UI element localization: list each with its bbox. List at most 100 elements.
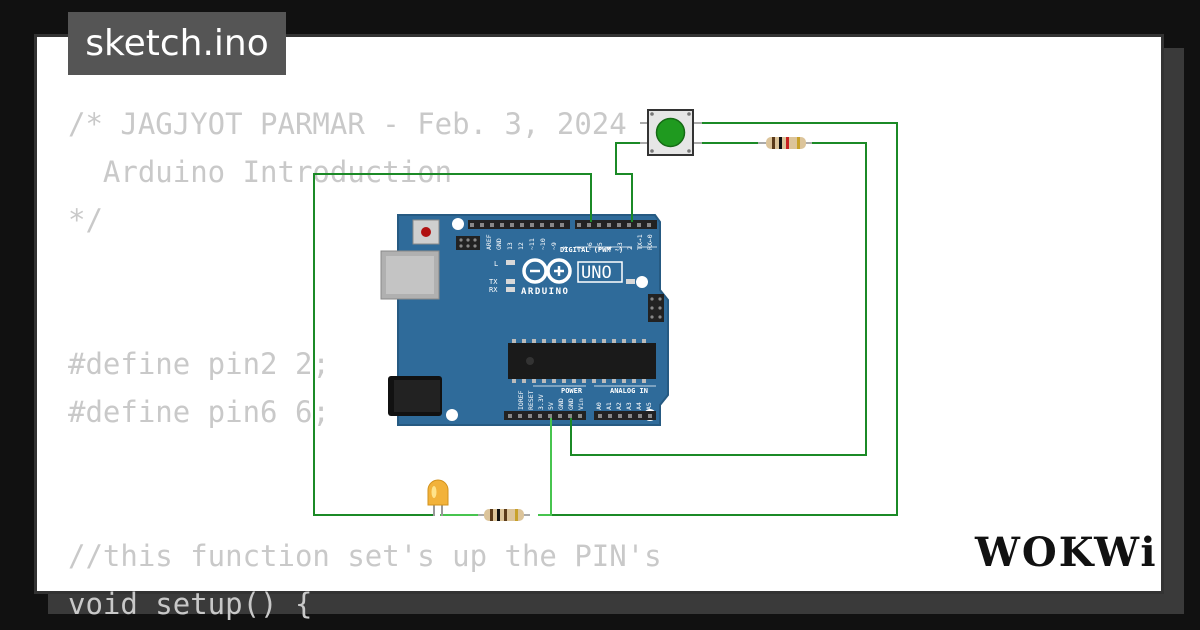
pushbutton-cap[interactable] bbox=[655, 117, 686, 148]
digital-pin-label: TX→1 bbox=[636, 234, 644, 250]
header-pin[interactable] bbox=[627, 223, 631, 227]
wire-led[interactable] bbox=[313, 173, 592, 516]
icsp-header-right bbox=[648, 294, 664, 322]
header-pin[interactable] bbox=[510, 223, 514, 227]
code-line: void setup() { bbox=[68, 587, 313, 621]
header-pin[interactable] bbox=[607, 223, 611, 227]
chip-pin bbox=[622, 379, 626, 383]
digital-pin-label: 13 bbox=[506, 242, 514, 250]
microcontroller-chip bbox=[508, 343, 656, 379]
analog-pin-label: A0 bbox=[595, 402, 603, 410]
digital-pin-label: 7 bbox=[576, 246, 584, 250]
tx-led-label: TX bbox=[489, 278, 498, 286]
header-pin[interactable] bbox=[500, 223, 504, 227]
digital-pin-label: 12 bbox=[517, 242, 525, 250]
wire-resistor-gnd[interactable] bbox=[570, 142, 867, 456]
header-pin[interactable] bbox=[628, 414, 632, 418]
header-pin[interactable] bbox=[528, 414, 532, 418]
rx-led bbox=[506, 287, 515, 292]
header-pin[interactable] bbox=[618, 414, 622, 418]
chip-pin bbox=[602, 339, 606, 343]
header-pin[interactable] bbox=[540, 223, 544, 227]
rx-led-label: RX bbox=[489, 286, 498, 294]
chip-pin bbox=[642, 379, 646, 383]
header-pin[interactable] bbox=[638, 414, 642, 418]
header-pin[interactable] bbox=[538, 414, 542, 418]
header-pin[interactable] bbox=[560, 223, 564, 227]
digital-pin-label: ~5 bbox=[596, 242, 604, 250]
wire-button-pin2[interactable] bbox=[615, 142, 648, 222]
header-pin[interactable] bbox=[558, 414, 562, 418]
led[interactable] bbox=[427, 479, 449, 516]
mounting-hole bbox=[636, 276, 648, 288]
power-label: POWER bbox=[561, 387, 583, 395]
header-pin[interactable] bbox=[617, 223, 621, 227]
l-led bbox=[506, 260, 515, 265]
board-model: UNO bbox=[581, 263, 612, 283]
icsp-header bbox=[456, 236, 480, 250]
chip-pin bbox=[532, 379, 536, 383]
chip-pin bbox=[532, 339, 536, 343]
header-pin[interactable] bbox=[548, 414, 552, 418]
reset-button-cap[interactable] bbox=[421, 227, 431, 237]
chip-pin bbox=[602, 379, 606, 383]
digital-pin-label: 2 bbox=[626, 246, 634, 250]
header-pin[interactable] bbox=[578, 414, 582, 418]
l-led-label: L bbox=[494, 260, 498, 268]
header-pin[interactable] bbox=[637, 223, 641, 227]
resistor-pulldown[interactable] bbox=[758, 137, 812, 149]
header-pin[interactable] bbox=[470, 223, 474, 227]
chip-pin bbox=[522, 379, 526, 383]
on-led-label: ON bbox=[639, 278, 647, 286]
code-background: /* JAGJYOT PARMAR - Feb. 3, 2024 Arduino… bbox=[68, 100, 662, 628]
digital-pin-label: GND bbox=[495, 238, 503, 250]
analog-header bbox=[594, 411, 656, 420]
wire-gnd-led-resistor[interactable] bbox=[538, 418, 552, 516]
header-pin[interactable] bbox=[608, 414, 612, 418]
header-pin[interactable] bbox=[648, 414, 652, 418]
power-pin-label: GND bbox=[557, 398, 565, 410]
analog-pin-label: A5 bbox=[645, 402, 653, 410]
wire-button-5v[interactable] bbox=[538, 122, 898, 516]
digital-pin-label: ~6 bbox=[586, 242, 594, 250]
power-header bbox=[504, 411, 586, 420]
header-pin[interactable] bbox=[577, 223, 581, 227]
resistor-led[interactable] bbox=[478, 509, 530, 521]
chip-pin bbox=[592, 379, 596, 383]
wokwi-logo: WOKWi bbox=[975, 529, 1158, 576]
chip-pin bbox=[582, 339, 586, 343]
header-pin[interactable] bbox=[568, 414, 572, 418]
uno-box bbox=[577, 261, 623, 283]
power-jack-inner bbox=[394, 380, 440, 412]
chip-pin bbox=[542, 339, 546, 343]
digital-pin-label: 4 bbox=[606, 246, 614, 250]
header-pin[interactable] bbox=[647, 223, 651, 227]
digital-pin-label: AREF bbox=[485, 234, 493, 250]
digital-pin-label: ~3 bbox=[616, 242, 624, 250]
chip-pin bbox=[542, 379, 546, 383]
header-pin[interactable] bbox=[518, 414, 522, 418]
chip-pin bbox=[562, 379, 566, 383]
pushbutton[interactable] bbox=[640, 109, 702, 156]
file-tab[interactable]: sketch.ino bbox=[68, 12, 286, 75]
header-pin[interactable] bbox=[587, 223, 591, 227]
header-pin[interactable] bbox=[490, 223, 494, 227]
header-pin[interactable] bbox=[550, 223, 554, 227]
header-pin[interactable] bbox=[597, 223, 601, 227]
chip-pin bbox=[552, 379, 556, 383]
tx-led bbox=[506, 279, 515, 284]
header-pin[interactable] bbox=[530, 223, 534, 227]
analog-label: ANALOG IN bbox=[610, 387, 648, 395]
digital-label: DIGITAL (PWM ~) bbox=[560, 246, 623, 254]
header-pin[interactable] bbox=[598, 414, 602, 418]
mounting-hole bbox=[452, 218, 464, 230]
power-pin-label: IOREF bbox=[517, 390, 525, 410]
chip-pin bbox=[642, 339, 646, 343]
power-pin-label: GND bbox=[567, 398, 575, 410]
power-pin-label: 3.3V bbox=[537, 394, 545, 410]
header-pin[interactable] bbox=[480, 223, 484, 227]
header-pin[interactable] bbox=[520, 223, 524, 227]
header-pin[interactable] bbox=[508, 414, 512, 418]
